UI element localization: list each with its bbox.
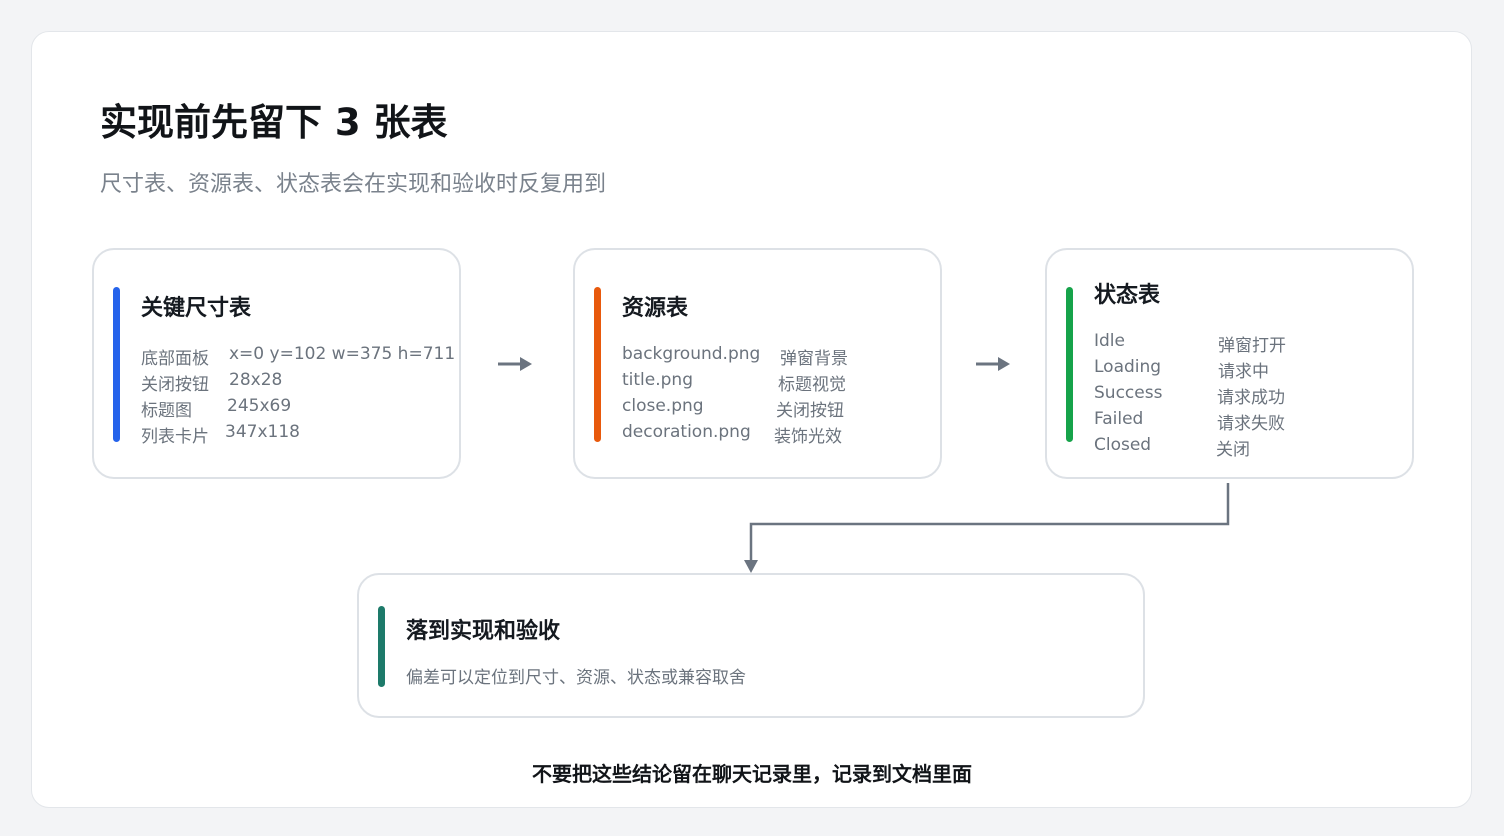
size-row-value: x=0 y=102 w=375 h=711 (229, 344, 456, 364)
page-subtitle: 尺寸表、资源表、状态表会在实现和验收时反复用到 (100, 172, 607, 197)
implementation-title: 落到实现和验收 (406, 619, 561, 644)
size-table-accent-bar (113, 287, 120, 442)
size-row-name: 列表卡片 (141, 427, 209, 447)
resource-row-value: 关闭按钮 (776, 401, 844, 421)
state-table-card: 状态表 Idle 弹窗打开 Loading 请求中 Success 请求成功 F… (1045, 248, 1414, 479)
state-row-value: 请求中 (1218, 362, 1269, 382)
size-row-value: 245x69 (227, 396, 292, 416)
size-row-value: 347x118 (225, 422, 300, 442)
resource-row-value: 装饰光效 (774, 427, 842, 447)
state-table-title: 状态表 (1094, 283, 1161, 308)
state-row-name: Closed (1094, 435, 1152, 455)
state-table-accent-bar (1066, 287, 1073, 442)
state-row-value: 关闭 (1216, 440, 1250, 460)
resource-row-value: 标题视觉 (778, 375, 846, 395)
state-row-name: Idle (1094, 331, 1125, 351)
size-row-value: 28x28 (229, 370, 283, 390)
resource-row-name: close.png (622, 396, 704, 416)
resource-table-accent-bar (594, 287, 601, 442)
implementation-description: 偏差可以定位到尺寸、资源、状态或兼容取舍 (406, 668, 746, 688)
resource-row-name: decoration.png (622, 422, 751, 442)
state-row-value: 请求失败 (1217, 414, 1285, 434)
size-table-card: 关键尺寸表 底部面板 x=0 y=102 w=375 h=711 关闭按钮 28… (92, 248, 461, 479)
right-arrow-icon (976, 357, 1010, 371)
state-row-name: Loading (1094, 357, 1162, 377)
page-title: 实现前先留下 3 张表 (100, 101, 448, 144)
footer-note: 不要把这些结论留在聊天记录里，记录到文档里面 (532, 762, 972, 786)
implementation-card: 落到实现和验收 偏差可以定位到尺寸、资源、状态或兼容取舍 (357, 573, 1145, 718)
state-row-value: 请求成功 (1217, 388, 1285, 408)
connector-arrow (744, 483, 1230, 573)
size-row-name: 标题图 (141, 401, 192, 421)
size-row-name: 关闭按钮 (141, 375, 209, 395)
size-row-name: 底部面板 (141, 349, 209, 369)
state-row-name: Failed (1094, 409, 1144, 429)
resource-table-title: 资源表 (622, 296, 689, 321)
resource-row-value: 弹窗背景 (780, 349, 848, 369)
resource-row-name: background.png (622, 344, 761, 364)
implementation-accent-bar (378, 606, 385, 687)
size-table-title: 关键尺寸表 (141, 296, 252, 321)
state-row-name: Success (1094, 383, 1163, 403)
state-row-value: 弹窗打开 (1218, 336, 1286, 356)
right-arrow-icon (498, 357, 532, 371)
resource-table-card: 资源表 background.png 弹窗背景 title.png 标题视觉 c… (573, 248, 942, 479)
resource-row-name: title.png (622, 370, 693, 390)
